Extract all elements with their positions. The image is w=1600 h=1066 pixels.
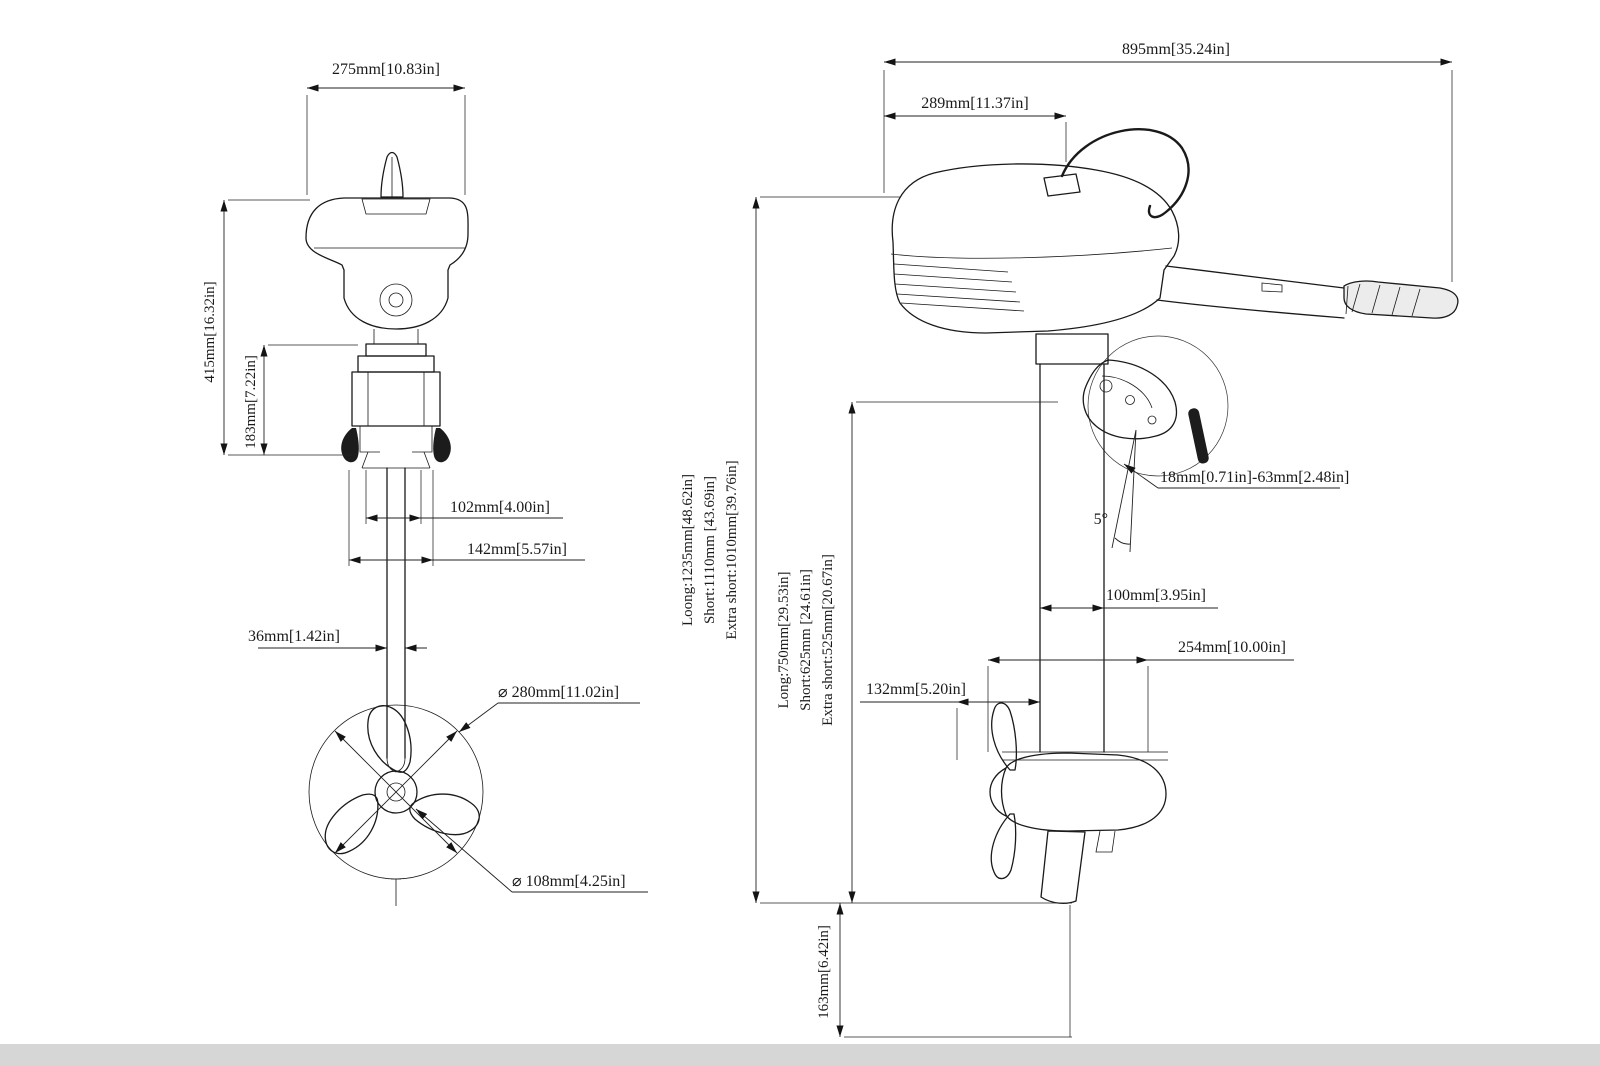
dim-label-shaft-short: Short:625mm [24.61in] [798, 569, 814, 711]
side-tiller-handle [1156, 265, 1459, 319]
dim-label-shaft-xshort: Extra short:525mm[20.67in] [820, 554, 836, 726]
dim-side-cowl-length: 289mm[11.37in] [884, 95, 1067, 162]
dim-label: 183mm[7.22in] [243, 355, 259, 449]
dim-label: 100mm[3.95in] [1106, 587, 1206, 604]
dim-side-prop-offset: 132mm[5.20in] [860, 681, 1040, 760]
front-clamp-screw-left [341, 428, 359, 463]
front-shaft [386, 467, 406, 773]
dim-label: 5° [1094, 511, 1108, 528]
bottom-strip [0, 1044, 1600, 1066]
dim-label: 895mm[35.24in] [1122, 41, 1230, 58]
dim-side-length-overall: 895mm[35.24in] [883, 41, 1453, 282]
dim-label: 415mm[16.32in] [202, 281, 218, 382]
dim-front-prop-diameter: ⌀ 280mm[11.02in] [334, 684, 640, 854]
side-view [890, 128, 1459, 904]
dim-front-height-bracket: 183mm[7.22in] [243, 344, 358, 455]
dim-side-overall-heights: Loong:1235mm[48.62in] Short:1110mm [43.6… [680, 196, 1072, 904]
dim-label: 163mm[6.42in] [816, 925, 832, 1019]
side-transom-bracket [1035, 333, 1229, 477]
dim-side-transom-range: 18mm[0.71in]-63mm[2.48in] [1123, 463, 1349, 489]
dim-label-overall-long: Loong:1235mm[48.62in] [680, 474, 696, 626]
dim-side-skeg-depth: 163mm[6.42in] [816, 903, 1072, 1038]
front-fin [380, 151, 404, 198]
dim-label: ⌀ 108mm[4.25in] [512, 873, 626, 890]
dim-label: 18mm[0.71in]-63mm[2.48in] [1160, 469, 1349, 486]
side-shaft [1039, 363, 1105, 753]
tilt-lever [1188, 408, 1209, 464]
dim-label: ⌀ 280mm[11.02in] [498, 684, 619, 701]
front-propeller [308, 704, 486, 906]
side-prop-blade-lower [990, 813, 1017, 880]
front-clamp-screw-right [433, 428, 451, 463]
dim-label: 254mm[10.00in] [1178, 639, 1286, 656]
dim-front-height-overall: 415mm[16.32in] [202, 199, 352, 456]
dim-label: 289mm[11.37in] [921, 95, 1028, 112]
dim-side-shaft-heights: Long:750mm[29.53in] Short:625mm [24.61in… [776, 401, 1058, 903]
dim-label-overall-xshort: Extra short:1010mm[39.76in] [724, 460, 740, 639]
side-throttle-cable [1043, 128, 1190, 219]
dim-side-pod-length: 254mm[10.00in] [987, 639, 1294, 752]
dim-label-overall-short: Short:1110mm [43.69in] [702, 476, 718, 624]
dim-side-tilt-angle: 5° [1094, 429, 1137, 553]
dim-label: 102mm[4.00in] [450, 499, 550, 516]
tiller-grip [1343, 280, 1459, 319]
dim-front-hub-diameter: ⌀ 108mm[4.25in] [415, 808, 648, 893]
dim-label-shaft-long: Long:750mm[29.53in] [776, 571, 792, 708]
side-skeg [1040, 830, 1086, 904]
dim-label: 142mm[5.57in] [467, 541, 567, 558]
front-view [305, 151, 486, 906]
dim-label: 275mm[10.83in] [332, 61, 440, 78]
side-cowling [890, 163, 1180, 334]
dim-front-shaft-width: 36mm[1.42in] [248, 628, 427, 652]
side-lower-unit [989, 702, 1168, 904]
dim-front-clamp-inner: 102mm[4.00in] [365, 470, 563, 524]
dim-side-shaft-width: 100mm[3.95in] [1040, 587, 1218, 612]
dim-label: 132mm[5.20in] [866, 681, 966, 698]
front-cowling [305, 197, 469, 330]
dim-front-clamp-outer: 142mm[5.57in] [348, 470, 585, 566]
dim-front-width-top: 275mm[10.83in] [306, 61, 466, 195]
dim-label: 36mm[1.42in] [248, 628, 340, 645]
front-mount-bracket [341, 329, 451, 469]
